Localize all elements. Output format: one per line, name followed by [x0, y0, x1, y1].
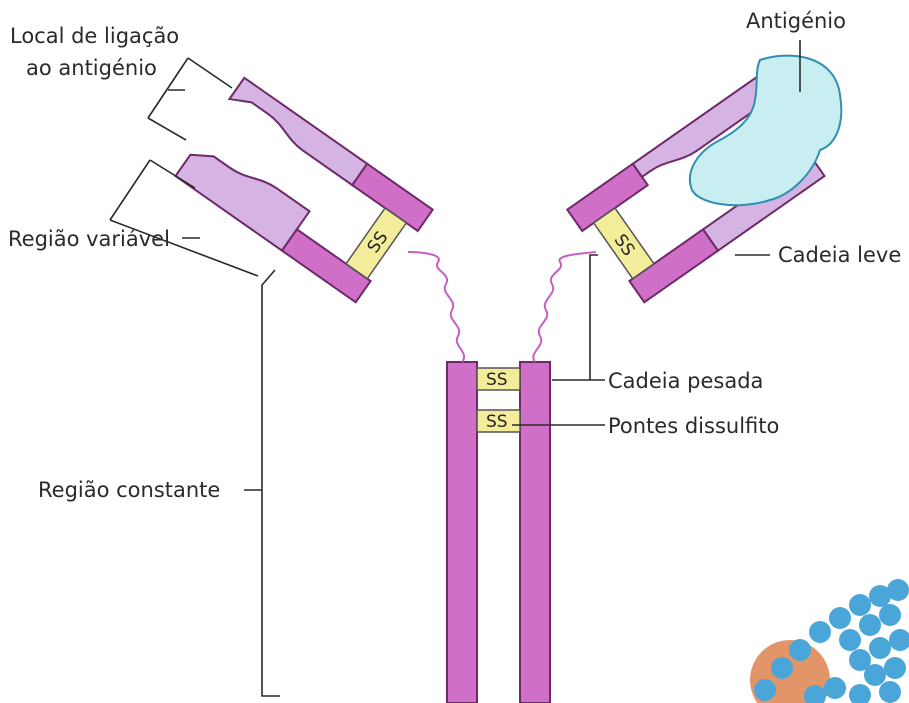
heavy-chain-label: Cadeia pesada: [608, 369, 763, 393]
right-arm-disulfide-bond: SS: [592, 206, 656, 280]
binding-site-bracket: [147, 57, 233, 141]
molecule-decoration: [750, 579, 909, 703]
heavy-chain-leader: [552, 254, 605, 381]
left-hinge: [407, 251, 465, 363]
hinge-disulfide-bond-1: SS: [476, 367, 521, 391]
variable-region-label: Região variável: [8, 227, 170, 251]
right-heavy-chain-stem: [519, 361, 551, 703]
left-light-variable: [174, 153, 311, 253]
binding-site-label-line1: Local de ligação: [10, 24, 179, 48]
left-heavy-chain-stem: [446, 361, 478, 703]
left-arm-disulfide-bond: SS: [344, 206, 408, 280]
variable-region-bracket: [109, 159, 259, 277]
light-chain-label: Cadeia leve: [778, 243, 901, 267]
disulfide-bridges-label: Pontes dissulfito: [608, 414, 779, 438]
left-heavy-variable: [227, 76, 369, 187]
antigen: [689, 54, 843, 207]
hinge-disulfide-bond-2: SS: [476, 409, 521, 433]
left-light-constant: [280, 227, 372, 304]
antigen-label: Antigénio: [746, 9, 846, 33]
right-hinge: [532, 251, 597, 363]
right-heavy-variable: [631, 76, 772, 179]
binding-site-label-line2: ao antigénio: [26, 56, 157, 80]
constant-region-label: Região constante: [38, 478, 220, 502]
constant-region-bracket: [261, 269, 280, 697]
ss-label: SS: [486, 370, 508, 390]
ss-label: SS: [486, 412, 508, 432]
left-fab-arm: SS: [174, 76, 435, 304]
